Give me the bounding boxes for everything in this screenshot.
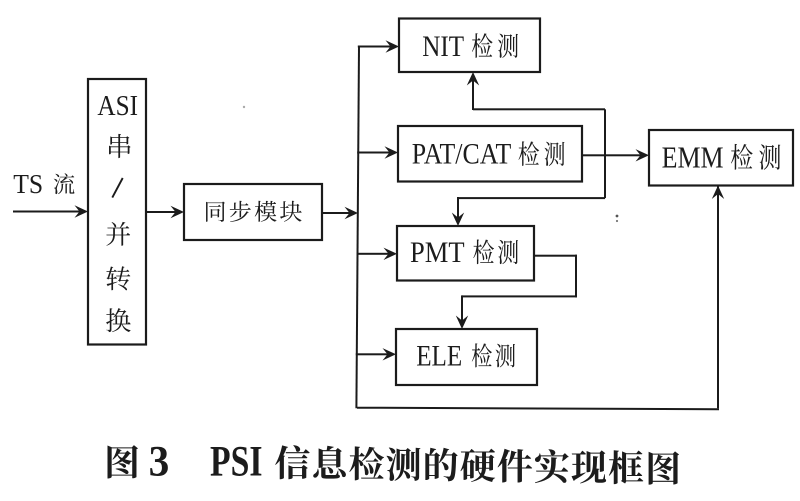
svg-text:TS: TS <box>13 169 43 199</box>
svg-text:PAT/CAT: PAT/CAT <box>412 138 512 171</box>
svg-text:ASI: ASI <box>97 90 138 122</box>
svg-text:ELE: ELE <box>416 338 462 372</box>
svg-text:PSI: PSI <box>210 437 262 485</box>
svg-text:PMT: PMT <box>410 237 465 270</box>
svg-text:NIT: NIT <box>422 29 464 63</box>
svg-text:EMM: EMM <box>662 141 724 175</box>
svg-text:3: 3 <box>149 437 170 485</box>
